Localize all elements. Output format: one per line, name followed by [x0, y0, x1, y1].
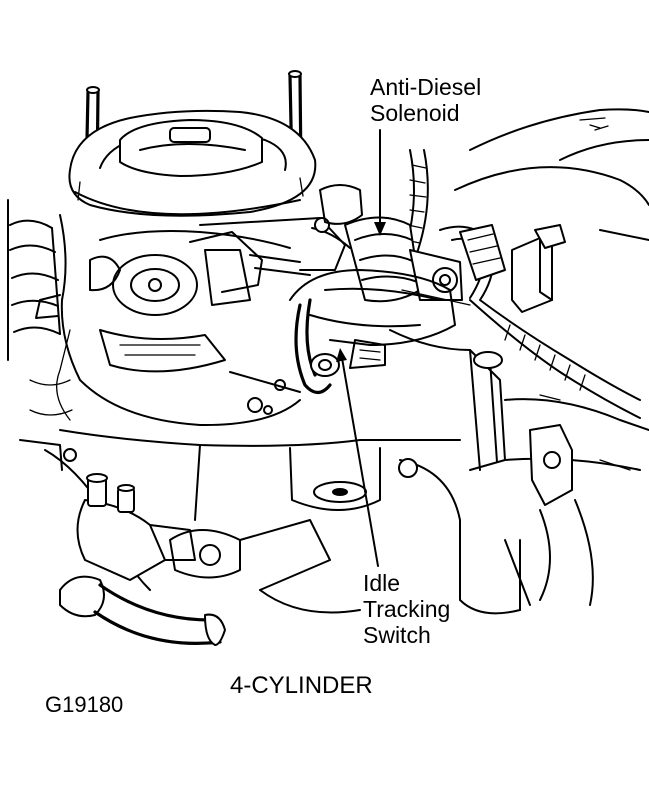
- connector: [459, 224, 566, 313]
- background-curves: [454, 108, 649, 241]
- idle-label-line3: Switch: [363, 622, 431, 648]
- leader-lines: [336, 129, 386, 567]
- leader-idle-tracking-arrow: [336, 348, 347, 362]
- anti-diesel-solenoid: [344, 216, 471, 306]
- anti-diesel-solenoid-label: Anti-Diesel Solenoid: [370, 74, 481, 126]
- figure-caption: 4-CYLINDER: [230, 672, 373, 699]
- leader-idle-tracking: [341, 357, 379, 567]
- manifold-right: [389, 329, 649, 611]
- lower-manifold: [44, 429, 521, 615]
- idle-tracking-switch-label: Idle Tracking Switch: [363, 570, 450, 648]
- figure-id: G19180: [45, 692, 124, 717]
- detail-marks: [19, 379, 631, 471]
- throttle-linkage: [199, 184, 363, 276]
- hose-fitting: [59, 473, 226, 646]
- anti-diesel-label-line2: Solenoid: [370, 100, 460, 126]
- left-ribs: [7, 199, 61, 361]
- anti-diesel-label-line1: Anti-Diesel: [370, 74, 482, 100]
- air-horn: [68, 109, 317, 217]
- leader-anti-diesel-arrow: [374, 222, 386, 236]
- idle-label-line2: Tracking: [363, 596, 451, 622]
- carburetor-body: [35, 214, 301, 427]
- idle-label-line1: Idle: [363, 570, 401, 596]
- idle-tracking-switch: [289, 269, 456, 395]
